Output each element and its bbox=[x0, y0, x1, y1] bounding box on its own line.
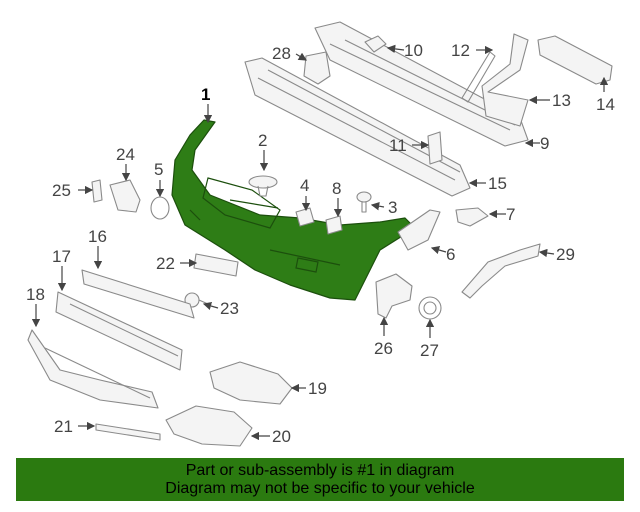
callout-18: 18 bbox=[26, 285, 45, 304]
callout-28: 28 bbox=[272, 44, 291, 63]
banner-line-1: Part or sub-assembly is #1 in diagram bbox=[185, 461, 455, 479]
mount-bracket bbox=[481, 33, 529, 127]
fog-grille-20 bbox=[165, 405, 253, 447]
info-banner: Part or sub-assembly is #1 in diagram Di… bbox=[16, 458, 624, 501]
callout-3: 3 bbox=[388, 198, 397, 217]
callout-21: 21 bbox=[54, 417, 73, 436]
bracket-6 bbox=[397, 209, 441, 251]
bracket-7 bbox=[455, 207, 489, 227]
cover-4 bbox=[295, 207, 315, 227]
callout-17: 17 bbox=[52, 247, 71, 266]
callout-5: 5 bbox=[154, 160, 163, 179]
callout-27: 27 bbox=[420, 341, 439, 360]
callout-11: 11 bbox=[389, 136, 407, 155]
bracket-28 bbox=[303, 51, 331, 85]
callout-16: 16 bbox=[88, 227, 107, 246]
callout-12: 12 bbox=[451, 41, 470, 60]
callout-24: 24 bbox=[116, 145, 135, 164]
callout-20: 20 bbox=[272, 427, 291, 446]
strip-21 bbox=[95, 423, 161, 441]
callout-7: 7 bbox=[506, 205, 515, 224]
sensor-ring-25 bbox=[91, 179, 103, 203]
reflector-22 bbox=[193, 253, 239, 277]
upper-carrier-bracket bbox=[537, 35, 613, 85]
callout-1: 1 bbox=[201, 85, 210, 104]
energy-absorber bbox=[244, 57, 471, 197]
grille-18 bbox=[27, 329, 159, 409]
callout-29: 29 bbox=[556, 245, 575, 264]
callout-26: 26 bbox=[374, 339, 393, 358]
clip bbox=[364, 35, 387, 53]
callout-6: 6 bbox=[446, 245, 455, 264]
callout-8: 8 bbox=[332, 179, 341, 198]
seal-5 bbox=[150, 196, 170, 220]
callout-9: 9 bbox=[540, 134, 549, 153]
sensor-bracket-24 bbox=[109, 179, 141, 213]
support-strut bbox=[461, 51, 496, 103]
callout-15: 15 bbox=[488, 174, 507, 193]
callout-labels: 1 2 3 4 5 6 7 8 9 10 11 12 13 14 15 16 1… bbox=[26, 41, 615, 446]
lead-lines bbox=[31, 44, 609, 441]
wheel-arch-trim bbox=[461, 243, 541, 299]
callout-25: 25 bbox=[52, 181, 71, 200]
bracket-11 bbox=[427, 131, 443, 165]
bumper-cover bbox=[171, 119, 416, 301]
grille-16 bbox=[81, 269, 195, 319]
callout-13: 13 bbox=[552, 91, 571, 110]
callout-14: 14 bbox=[596, 95, 615, 114]
clip-2 bbox=[248, 175, 278, 197]
grommet-27 bbox=[418, 296, 442, 320]
fog-grille-19 bbox=[209, 361, 293, 405]
callout-4: 4 bbox=[300, 176, 309, 195]
callout-23: 23 bbox=[220, 299, 239, 318]
banner-line-2: Diagram may not be specific to your vehi… bbox=[165, 479, 475, 497]
callout-19: 19 bbox=[308, 379, 327, 398]
sensor-26 bbox=[375, 273, 413, 319]
grille-17 bbox=[55, 291, 183, 371]
callout-2: 2 bbox=[258, 131, 267, 150]
cover-8 bbox=[325, 215, 343, 235]
screw-3 bbox=[356, 191, 372, 213]
parts-diagram: 1 2 3 4 5 6 7 8 9 10 11 12 13 14 15 16 1… bbox=[26, 21, 615, 447]
callout-10: 10 bbox=[404, 41, 423, 60]
callout-22: 22 bbox=[156, 254, 175, 273]
